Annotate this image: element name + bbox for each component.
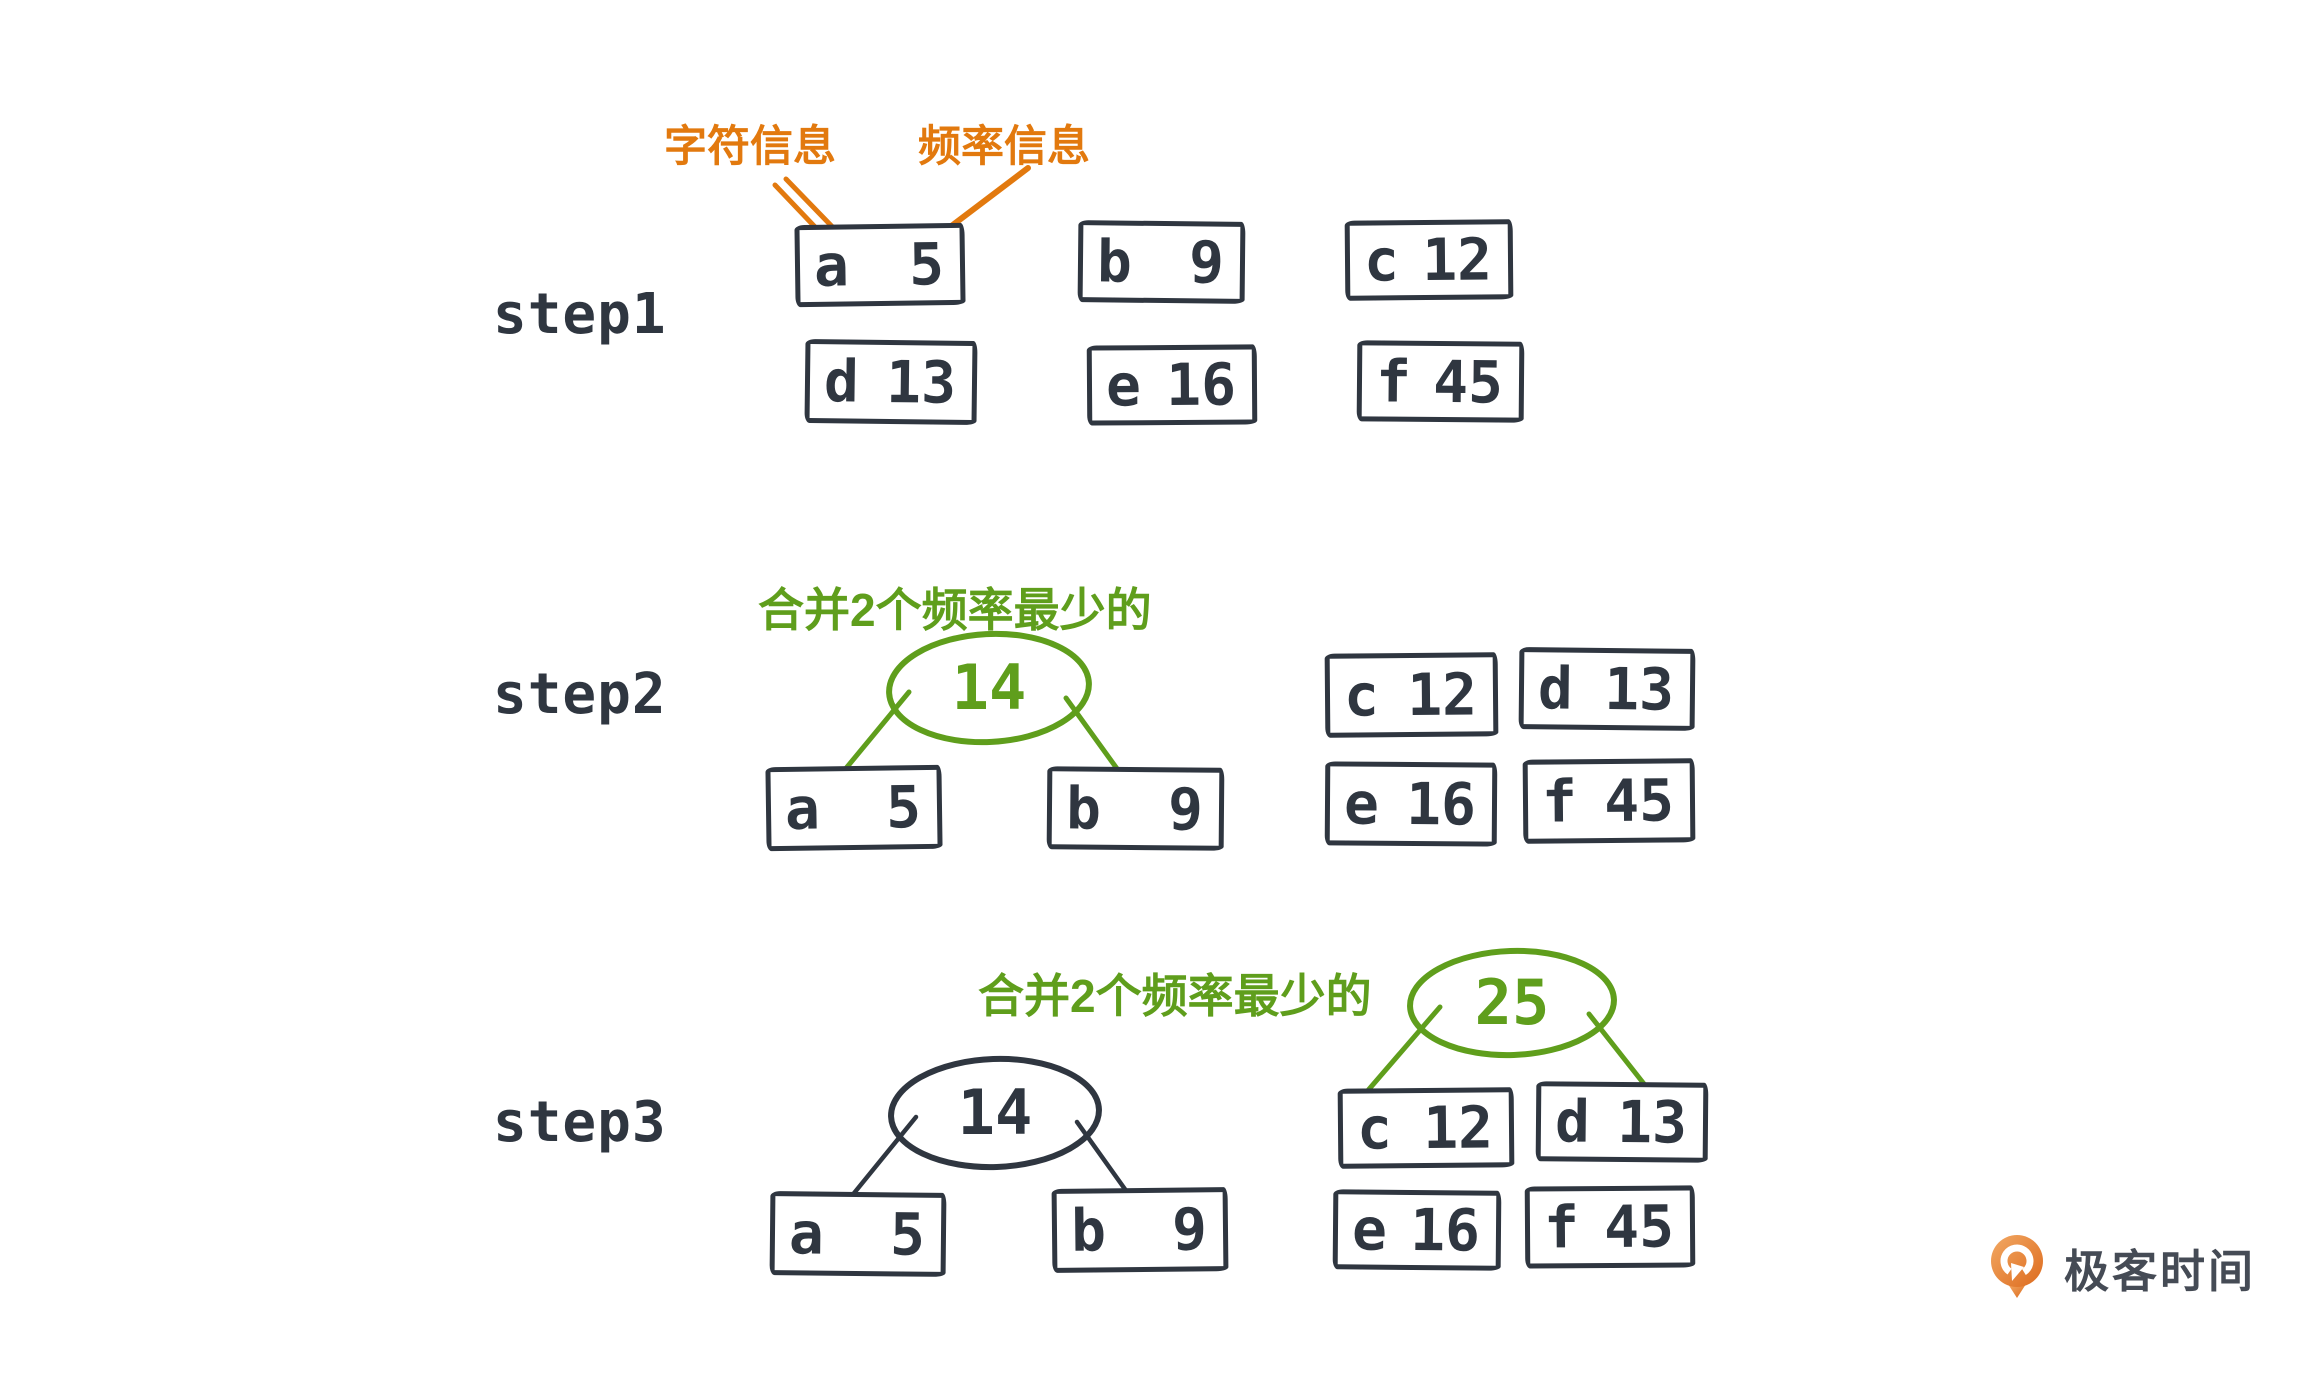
node-char: e bbox=[1351, 1195, 1388, 1264]
node-freq: 12 bbox=[1422, 1093, 1494, 1163]
step3-node-a: a 5 bbox=[769, 1191, 947, 1277]
step1-node-b: b 9 bbox=[1077, 220, 1246, 304]
freq-info-label: 频率信息 bbox=[918, 123, 1090, 171]
node-char: d bbox=[1537, 654, 1574, 723]
node-char: a bbox=[784, 774, 821, 843]
node-freq: 16 bbox=[1409, 1195, 1481, 1265]
step3-node-e: e 16 bbox=[1332, 1189, 1502, 1271]
node-freq: 13 bbox=[1603, 654, 1675, 724]
node-freq: 5 bbox=[889, 1200, 926, 1269]
step2-edge-right bbox=[1063, 695, 1126, 780]
node-freq: 12 bbox=[1406, 660, 1478, 730]
node-char: c bbox=[1343, 661, 1380, 730]
node-char: d bbox=[823, 347, 860, 416]
step2-label: step2 bbox=[493, 662, 667, 727]
geektime-logo: 极客时间 bbox=[1986, 1234, 2256, 1300]
step3-edge-right bbox=[1586, 1011, 1651, 1092]
node-char: b bbox=[1065, 773, 1102, 843]
node-freq: 9 bbox=[1171, 1195, 1208, 1264]
step2-node-a: a 5 bbox=[765, 764, 943, 852]
node-freq: 16 bbox=[1165, 350, 1237, 420]
step3-merged-value: 25 bbox=[1474, 966, 1550, 1039]
step3-node14-edge-left bbox=[843, 1114, 919, 1206]
step1-node-c: c 12 bbox=[1344, 219, 1514, 301]
step3-node-b: b 9 bbox=[1051, 1187, 1229, 1273]
node-freq: 9 bbox=[1167, 774, 1204, 844]
node-char: f bbox=[1541, 767, 1578, 836]
node-char: a bbox=[813, 231, 850, 300]
node-char: c bbox=[1356, 1094, 1393, 1163]
node-freq: 45 bbox=[1603, 766, 1675, 836]
node-char: b bbox=[1096, 227, 1133, 296]
node-freq: 45 bbox=[1432, 347, 1504, 417]
node-freq: 45 bbox=[1603, 1192, 1675, 1262]
node-char: b bbox=[1070, 1196, 1107, 1265]
node-freq: 16 bbox=[1405, 769, 1477, 839]
step2-node-c: c 12 bbox=[1324, 652, 1499, 738]
step2-node-b: b 9 bbox=[1046, 766, 1225, 851]
char-info-label: 字符信息 bbox=[664, 123, 836, 171]
step1-node-e: e 16 bbox=[1086, 344, 1258, 426]
geektime-logo-text: 极客时间 bbox=[2064, 1245, 2257, 1297]
node-freq: 13 bbox=[885, 347, 957, 417]
step1-node-d: d 13 bbox=[804, 338, 978, 426]
node-freq: 12 bbox=[1421, 225, 1493, 295]
node-freq: 5 bbox=[908, 230, 945, 299]
step1-node-f: f 45 bbox=[1356, 340, 1525, 423]
geektime-logo-icon bbox=[1991, 1235, 2043, 1298]
step2-node-e: e 16 bbox=[1324, 761, 1498, 847]
node-char: e bbox=[1105, 351, 1142, 420]
step2-merged-value: 14 bbox=[951, 651, 1027, 724]
node-char: c bbox=[1363, 226, 1400, 295]
node-freq: 13 bbox=[1616, 1087, 1688, 1157]
step3-label: step3 bbox=[493, 1090, 667, 1155]
node-freq: 9 bbox=[1188, 228, 1225, 297]
node-char: f bbox=[1543, 1193, 1580, 1262]
step3-node-c: c 12 bbox=[1337, 1087, 1515, 1169]
step3-node-f: f 45 bbox=[1524, 1185, 1696, 1269]
step3-node-d: d 13 bbox=[1535, 1081, 1709, 1163]
step1-label: step1 bbox=[493, 282, 667, 347]
step3-node14-value: 14 bbox=[957, 1076, 1033, 1149]
step1-node-a: a 5 bbox=[794, 222, 966, 308]
step2-node-f: f 45 bbox=[1522, 758, 1696, 844]
node-char: d bbox=[1554, 1087, 1591, 1156]
node-freq: 5 bbox=[885, 773, 922, 842]
node-char: a bbox=[788, 1199, 825, 1268]
node-char: f bbox=[1375, 346, 1412, 416]
step3-merge-label: 合并2个频率最少的 bbox=[978, 970, 1372, 1022]
node-char: e bbox=[1343, 769, 1380, 838]
step2-merge-label: 合并2个频率最少的 bbox=[758, 584, 1152, 636]
step2-node-d: d 13 bbox=[1518, 647, 1696, 731]
